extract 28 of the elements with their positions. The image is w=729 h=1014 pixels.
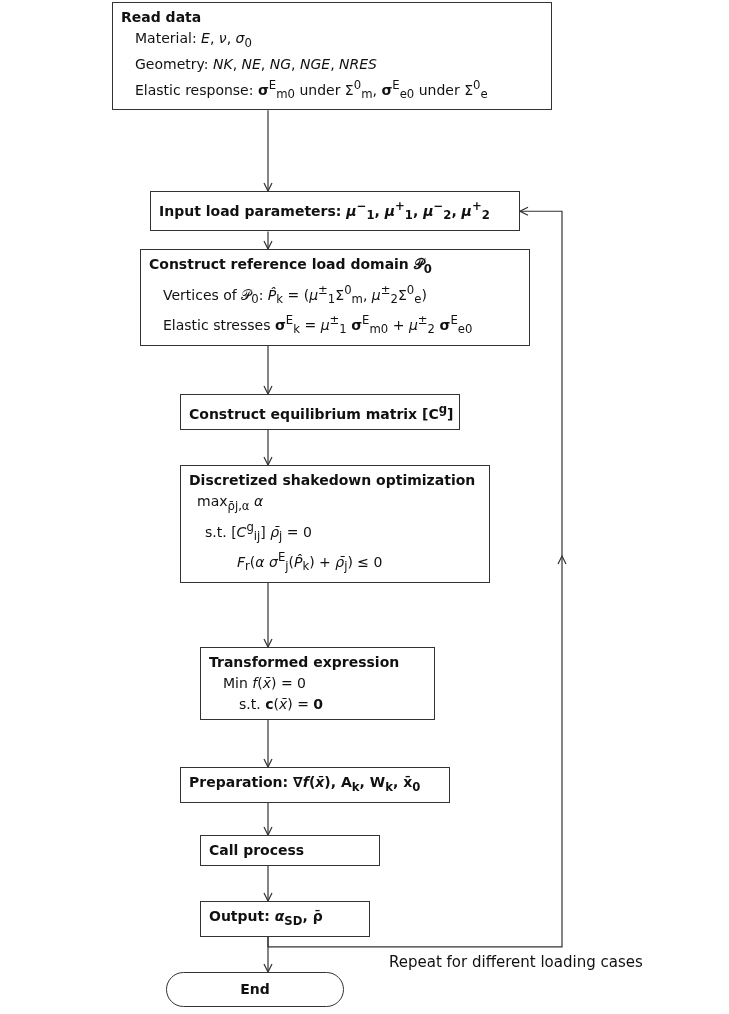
step-detail: Geometry: NK, NE, NG, NGE, NRES — [134, 54, 378, 74]
end-label: End — [239, 980, 271, 999]
step-heading: Read data — [121, 8, 203, 27]
process-box — [200, 647, 435, 720]
step-heading: Construct reference load domain 𝒫$_{0}$ — [149, 255, 433, 278]
step-text: Construct equilibrium matrix [C$^{g}$] — [189, 401, 451, 424]
step-detail: Material: E, ν, σ$_{0}$ — [134, 29, 253, 52]
step-detail: F$_{r}$(α σ$^{E}$$_{j}$(P̂$_{k}$) + ρ̄$_{j}$) ≤ 0 — [236, 549, 384, 576]
terminal-box — [166, 972, 344, 1007]
step-detail: s.t. [C$^{g}$$_{ij}$] ρ̄$_{j}$ = 0 — [204, 518, 313, 546]
step-detail: s.t. c(x̄) = 0 — [238, 695, 325, 714]
step-heading: Discretized shakedown optimization — [189, 471, 477, 490]
step-detail: Min f(x̄) = 0 — [222, 674, 307, 693]
edge-label: Repeat for different loading cases — [389, 952, 643, 971]
process-box — [200, 835, 380, 866]
step-detail: max$_{ρ̄j,α}$ α — [196, 492, 265, 515]
step-text: Call process — [209, 841, 306, 860]
process-box — [200, 901, 370, 937]
process-box — [150, 191, 520, 232]
step-text: Preparation: ∇f(x̄), A$_{k}$, W$_{k}$, x̄$_{0}$ — [189, 773, 422, 796]
step-detail: Vertices of 𝒫$_{0}$: P̂$_{k}$ = (μ$^{±}$$_{1}$Σ$^{0}$$_{m}$, μ$^{±}$$_{2}$Σ$^{0}$$_{e}$) — [162, 281, 428, 309]
process-box — [112, 2, 552, 111]
process-box — [180, 465, 490, 583]
step-heading: Transformed expression — [209, 653, 401, 672]
step-text: Output: α$_{SD}$, ρ̄ — [209, 907, 324, 930]
process-box — [140, 249, 530, 346]
process-box — [180, 394, 460, 430]
process-box — [180, 767, 450, 803]
